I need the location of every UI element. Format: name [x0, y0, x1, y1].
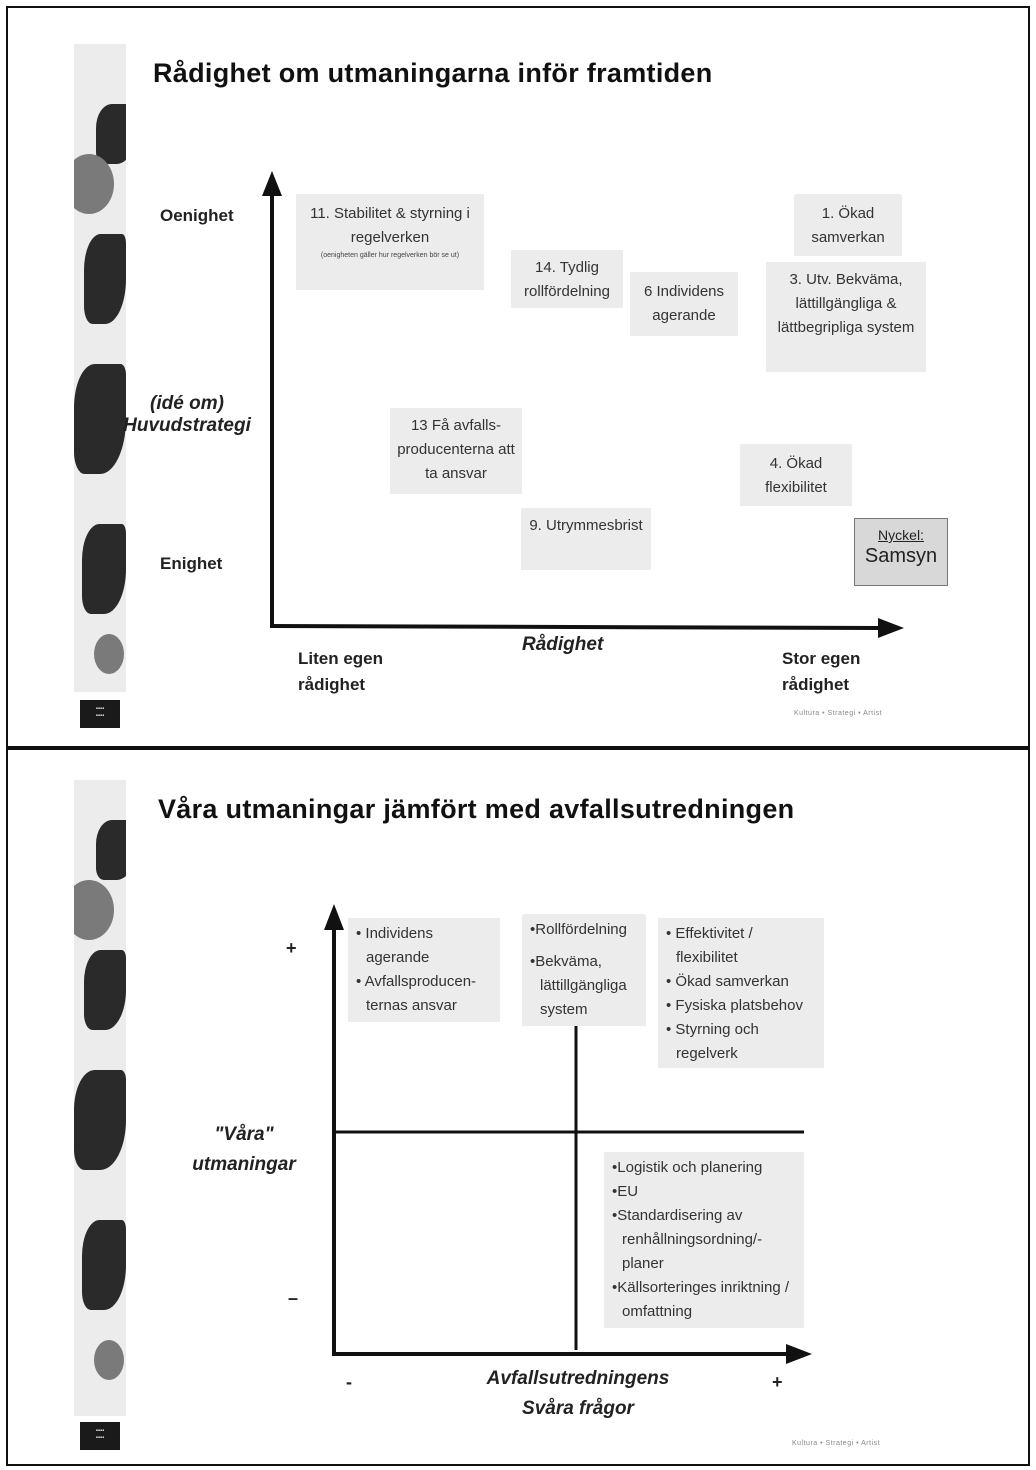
- y-axis-label: "Våra" utmaningar: [192, 1124, 296, 1175]
- list-item: • Ökad samverkan: [666, 973, 789, 990]
- list-item: • Fysiska platsbehov: [666, 997, 803, 1014]
- y-plus-sign: +: [286, 938, 297, 958]
- x-axis-label: Avfallsutredningens Svåra frågor: [486, 1368, 670, 1419]
- challenge-item-13: 13 Få avfalls-producenterna att ta ansva…: [390, 408, 522, 494]
- list-item: • Effektivitet / flexibilitet: [666, 925, 753, 966]
- challenge-item-9: 9. Utrymmesbrist: [521, 508, 651, 570]
- list-item: •Logistik och planering: [612, 1159, 763, 1176]
- y-minus-sign: –: [288, 1288, 299, 1308]
- list-item: •Källsorteringes inriktning / omfattning: [612, 1279, 790, 1320]
- y-top-label: Oenighet: [160, 206, 234, 225]
- slide-footer: Kultura • Strategi • Artist: [792, 1440, 881, 1447]
- slide-title: Våra utmaningar jämfört med avfallsutred…: [158, 794, 795, 824]
- list-item: •EU: [612, 1183, 639, 1200]
- slide-utmaningar-jamfort: ▪▪▪▪▪▪▪▪ Våra utmaningar jämfört med avf…: [6, 748, 1030, 1466]
- list-item: •Bekväma, lättillgängliga system: [530, 953, 627, 1018]
- challenge-item-6: 6 Individens agerande: [630, 272, 738, 336]
- list-item: •Standardisering av renhållningsordning/…: [612, 1207, 763, 1272]
- challenge-item-3: 3. Utv. Bekväma, lättillgängliga & lättb…: [766, 262, 926, 372]
- slide-title: Rådighet om utmaningarna inför framtiden: [153, 58, 713, 88]
- axes-and-quadrants: [324, 904, 812, 1364]
- x-left-label: Liten egen rådighet: [298, 649, 384, 694]
- x-right-label: Stor egen rådighet: [782, 649, 861, 694]
- challenge-item-11-note: (oenigheten gäller hur regelverken bör s…: [320, 252, 460, 259]
- decorative-photo-strip: [74, 44, 126, 692]
- list-item: • Individens agerande: [356, 925, 433, 966]
- key-label: Nyckel:: [878, 527, 924, 543]
- challenge-item-14: 14. Tydlig rollfördelning: [511, 250, 623, 308]
- list-item: • Styrning och regelverk: [666, 1021, 759, 1062]
- challenge-item-11: 11. Stabilitet & styrning i regelverken …: [296, 194, 484, 290]
- slide-radighet: ▪▪▪▪▪▪▪▪ Rådighet om utmaningarna inför …: [6, 6, 1030, 748]
- group-top-left: • Individens agerande • Avfallsproducen-…: [348, 918, 500, 1022]
- challenge-item-11-text: 11. Stabilitet & styrning i regelverken: [310, 205, 470, 246]
- decorative-photo-strip: [74, 780, 126, 1416]
- group-bottom-right: •Logistik och planering •EU •Standardise…: [604, 1152, 804, 1328]
- x-axis-label: Rådighet: [522, 634, 604, 655]
- slide-footer: Kultura • Strategi • Artist: [794, 710, 883, 717]
- list-item: •Rollfördelning: [530, 921, 627, 938]
- y-mid-label: (idé om) Huvudstrategi: [123, 393, 251, 436]
- group-top-right: • Effektivitet / flexibilitet • Ökad sam…: [658, 918, 824, 1068]
- group-top-mid: •Rollfördelning •Bekväma, lättillgänglig…: [522, 914, 646, 1026]
- challenge-item-4: 4. Ökad flexibilitet: [740, 444, 852, 506]
- x-minus-sign: -: [346, 1372, 352, 1392]
- list-item: • Avfallsproducen-ternas ansvar: [356, 973, 477, 1014]
- brand-logo: ▪▪▪▪▪▪▪▪: [80, 1422, 120, 1450]
- key-value: Samsyn: [864, 545, 938, 567]
- y-bottom-label: Enighet: [160, 554, 223, 573]
- axes: [262, 171, 904, 638]
- x-plus-sign: +: [772, 1372, 783, 1392]
- key-samsyn-box: Nyckel: Samsyn: [854, 518, 948, 586]
- challenge-item-1: 1. Ökad samverkan: [794, 194, 902, 256]
- brand-logo: ▪▪▪▪▪▪▪▪: [80, 700, 120, 728]
